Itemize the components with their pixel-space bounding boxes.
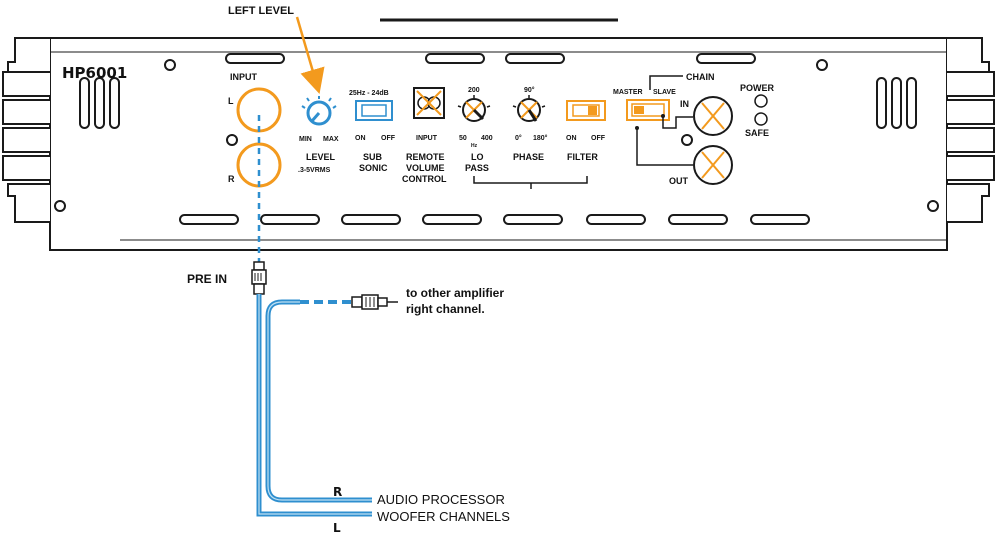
remote-label-1: REMOTE	[406, 152, 445, 162]
lopass-top: 200	[468, 87, 480, 94]
chain-screw	[681, 134, 693, 146]
chain-out-jack[interactable]	[693, 145, 733, 185]
subsonic-freq: 25Hz - 24dB	[349, 90, 389, 97]
phase-high: 180°	[533, 134, 548, 142]
power-led	[754, 94, 768, 108]
safe-led	[754, 112, 768, 126]
left-vents	[79, 77, 120, 129]
lopass-knob[interactable]	[457, 95, 491, 122]
phase-label: PHASE	[513, 152, 544, 162]
chain-bracket	[649, 75, 683, 90]
lopass-label-1: LO	[471, 152, 484, 162]
phase-top: 90°	[524, 86, 535, 94]
left-input-jack[interactable]	[236, 87, 282, 133]
level-knob[interactable]	[301, 96, 337, 126]
chain-out-label: OUT	[669, 176, 689, 186]
chain-master: MASTER	[613, 89, 643, 96]
input-label: INPUT	[230, 72, 258, 82]
processor-label-1: AUDIO PROCESSOR	[377, 492, 505, 507]
processor-label-2: WOOFER CHANNELS	[377, 509, 510, 524]
right-vents	[876, 77, 917, 129]
pre-in-label: PRE IN	[187, 272, 227, 286]
remote-volume-port[interactable]	[413, 87, 445, 119]
other-amp-label-2: right channel.	[406, 302, 485, 316]
subsonic-label-2: SONIC	[359, 163, 388, 173]
safe-label: SAFE	[745, 128, 769, 138]
bottom-slots	[179, 214, 810, 225]
chain-slave: SLAVE	[653, 89, 676, 96]
pre-in-rca-plug	[251, 261, 267, 295]
filter-off: OFF	[591, 135, 606, 142]
lopass-unit: Hz	[471, 143, 478, 149]
right-heatsink	[947, 37, 995, 223]
r-marker: R	[333, 485, 342, 499]
subsonic-off: OFF	[381, 135, 396, 142]
l-marker: L	[333, 521, 341, 535]
power-label: POWER	[740, 83, 775, 93]
top-slots	[225, 53, 756, 64]
level-label: LEVEL	[306, 152, 336, 162]
lopass-label-2: PASS	[465, 163, 489, 173]
left-heatsink	[2, 37, 50, 223]
left-level-callout: LEFT LEVEL	[228, 5, 294, 17]
subsonic-label-1: SUB	[363, 152, 383, 162]
model-name: HP6001	[62, 64, 127, 82]
subsonic-on: ON	[355, 135, 366, 142]
filter-label: FILTER	[567, 152, 598, 162]
slave-to-in-line	[662, 116, 693, 129]
input-left-label: L	[228, 96, 234, 106]
chain-label: CHAIN	[686, 72, 715, 82]
filter-on: ON	[566, 135, 577, 142]
level-max: MAX	[323, 136, 339, 143]
remote-input-label: INPUT	[416, 135, 438, 142]
lopass-high: 400	[481, 135, 493, 142]
phase-low: 0°	[515, 134, 522, 142]
right-channel-cable	[265, 299, 372, 503]
level-range: .3-5VRMS	[298, 167, 331, 174]
chain-in-label: IN	[680, 99, 689, 109]
remote-label-3: CONTROL	[402, 174, 447, 184]
remote-label-2: VOLUME	[406, 163, 445, 173]
subsonic-switch[interactable]	[355, 100, 393, 121]
chain-in-jack[interactable]	[693, 96, 733, 136]
lopass-low: 50	[459, 135, 467, 142]
level-min: MIN	[299, 136, 312, 143]
other-amp-rca-plug	[351, 294, 398, 310]
phase-knob[interactable]	[512, 95, 546, 122]
input-right-label: R	[228, 174, 235, 184]
left-level-arrow	[295, 16, 325, 94]
other-amp-label-1: to other amplifier	[406, 286, 504, 300]
master-slave-switch[interactable]	[626, 99, 670, 121]
filter-switch[interactable]	[566, 100, 606, 121]
left-channel-cable	[256, 294, 372, 517]
master-to-out-line	[636, 128, 693, 166]
amplifier-body	[49, 37, 948, 251]
screw-holes	[54, 59, 939, 212]
